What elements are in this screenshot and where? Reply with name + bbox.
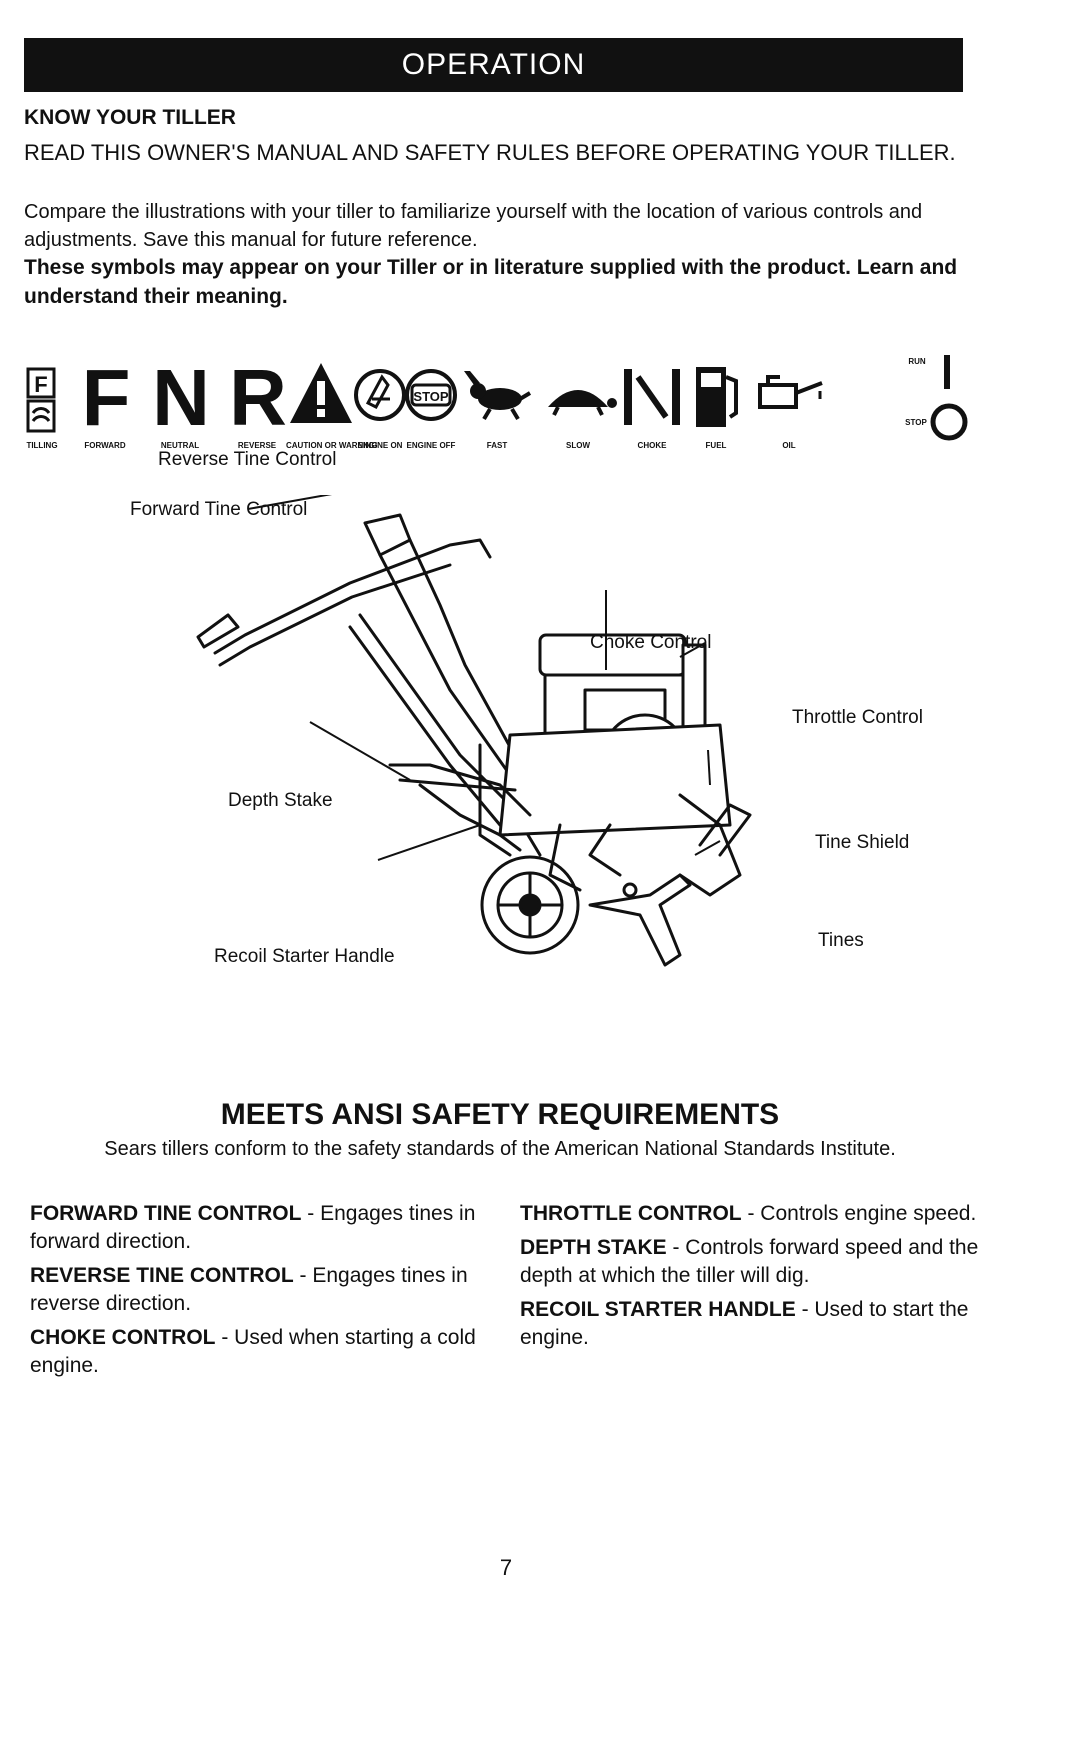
oil-can-icon — [750, 355, 828, 441]
callout-recoil-starter-handle: Recoil Starter Handle — [214, 946, 395, 967]
run-line-icon — [932, 353, 962, 398]
compare-paragraph: Compare the illustrations with your till… — [24, 201, 923, 251]
symbol-slow: SLOW — [538, 355, 618, 450]
turtle-icon — [538, 355, 618, 441]
tilling-icon: F — [22, 355, 62, 441]
read-manual-notice: READ THIS OWNER'S MANUAL AND SAFETY RULE… — [24, 140, 956, 165]
callout-reverse-tine-control: Reverse Tine Control — [158, 449, 337, 470]
svg-text:STOP: STOP — [413, 389, 448, 404]
warning-triangle-icon — [286, 355, 356, 441]
stop-circle-icon — [926, 399, 972, 450]
reverse-letter: R — [229, 353, 287, 442]
definitions-right: THROTTLE CONTROL - Controls engine speed… — [520, 1200, 990, 1358]
symbol-stop: STOP — [905, 418, 927, 427]
svg-text:F: F — [34, 372, 47, 397]
forward-letter: F — [81, 353, 131, 442]
stop-icon: STOP — [402, 355, 460, 441]
page-number: 7 — [499, 1555, 513, 1580]
engine-on-icon — [352, 355, 408, 441]
callout-forward-tine-control: Forward Tine Control — [130, 499, 308, 520]
symbol-oil: OIL — [750, 355, 828, 450]
callout-throttle-control: Throttle Control — [792, 707, 923, 728]
callout-choke-control: Choke Control — [590, 632, 712, 653]
ansi-title: MEETS ANSI SAFETY REQUIREMENTS — [220, 1098, 780, 1131]
know-your-tiller-heading: KNOW YOUR TILLER — [24, 106, 236, 129]
choke-icon — [618, 355, 686, 441]
symbol-caution: CAUTION OR WARNING — [286, 355, 378, 450]
callout-depth-stake: Depth Stake — [228, 790, 333, 811]
symbol-fast: FAST — [460, 355, 534, 450]
def-recoil-starter-handle: RECOIL STARTER HANDLE - Used to start th… — [520, 1298, 969, 1349]
symbol-forward: F FORWARD — [72, 353, 138, 451]
def-depth-stake: DEPTH STAKE - Controls forward speed and… — [520, 1236, 979, 1287]
symbol-tilling: F TILLING — [22, 355, 62, 450]
symbol-engine-off: STOP ENGINE OFF — [402, 355, 460, 450]
symbol-neutral: N NEUTRAL — [144, 353, 216, 451]
symbols-row: F TILLING F FORWARD N NEUTRAL R REVERSE — [22, 355, 972, 475]
symbol-reverse: R REVERSE — [222, 353, 292, 451]
symbol-engine-on: ENGINE ON — [352, 355, 408, 450]
callout-tine-shield: Tine Shield — [815, 832, 910, 853]
symbol-run: RUN — [908, 357, 926, 366]
def-forward-tine-control: FORWARD TINE CONTROL - Engages tines in … — [30, 1202, 476, 1253]
symbol-fuel: FUEL — [686, 355, 746, 450]
ansi-text: Sears tillers conform to the safety stan… — [104, 1138, 896, 1160]
def-reverse-tine-control: REVERSE TINE CONTROL - Engages tines in … — [30, 1264, 468, 1315]
rabbit-icon — [460, 355, 534, 441]
symbol-choke: CHOKE — [618, 355, 686, 450]
callout-tines: Tines — [818, 930, 864, 951]
definitions-left: FORWARD TINE CONTROL - Engages tines in … — [30, 1200, 500, 1386]
def-choke-control: CHOKE CONTROL - Used when starting a col… — [30, 1326, 476, 1377]
fuel-pump-icon — [686, 355, 746, 441]
operation-banner: OPERATION — [24, 38, 963, 92]
symbols-paragraph: These symbols may appear on your Tiller … — [24, 256, 958, 308]
neutral-letter: N — [152, 353, 210, 442]
def-throttle-control: THROTTLE CONTROL - Controls engine speed… — [520, 1202, 977, 1225]
